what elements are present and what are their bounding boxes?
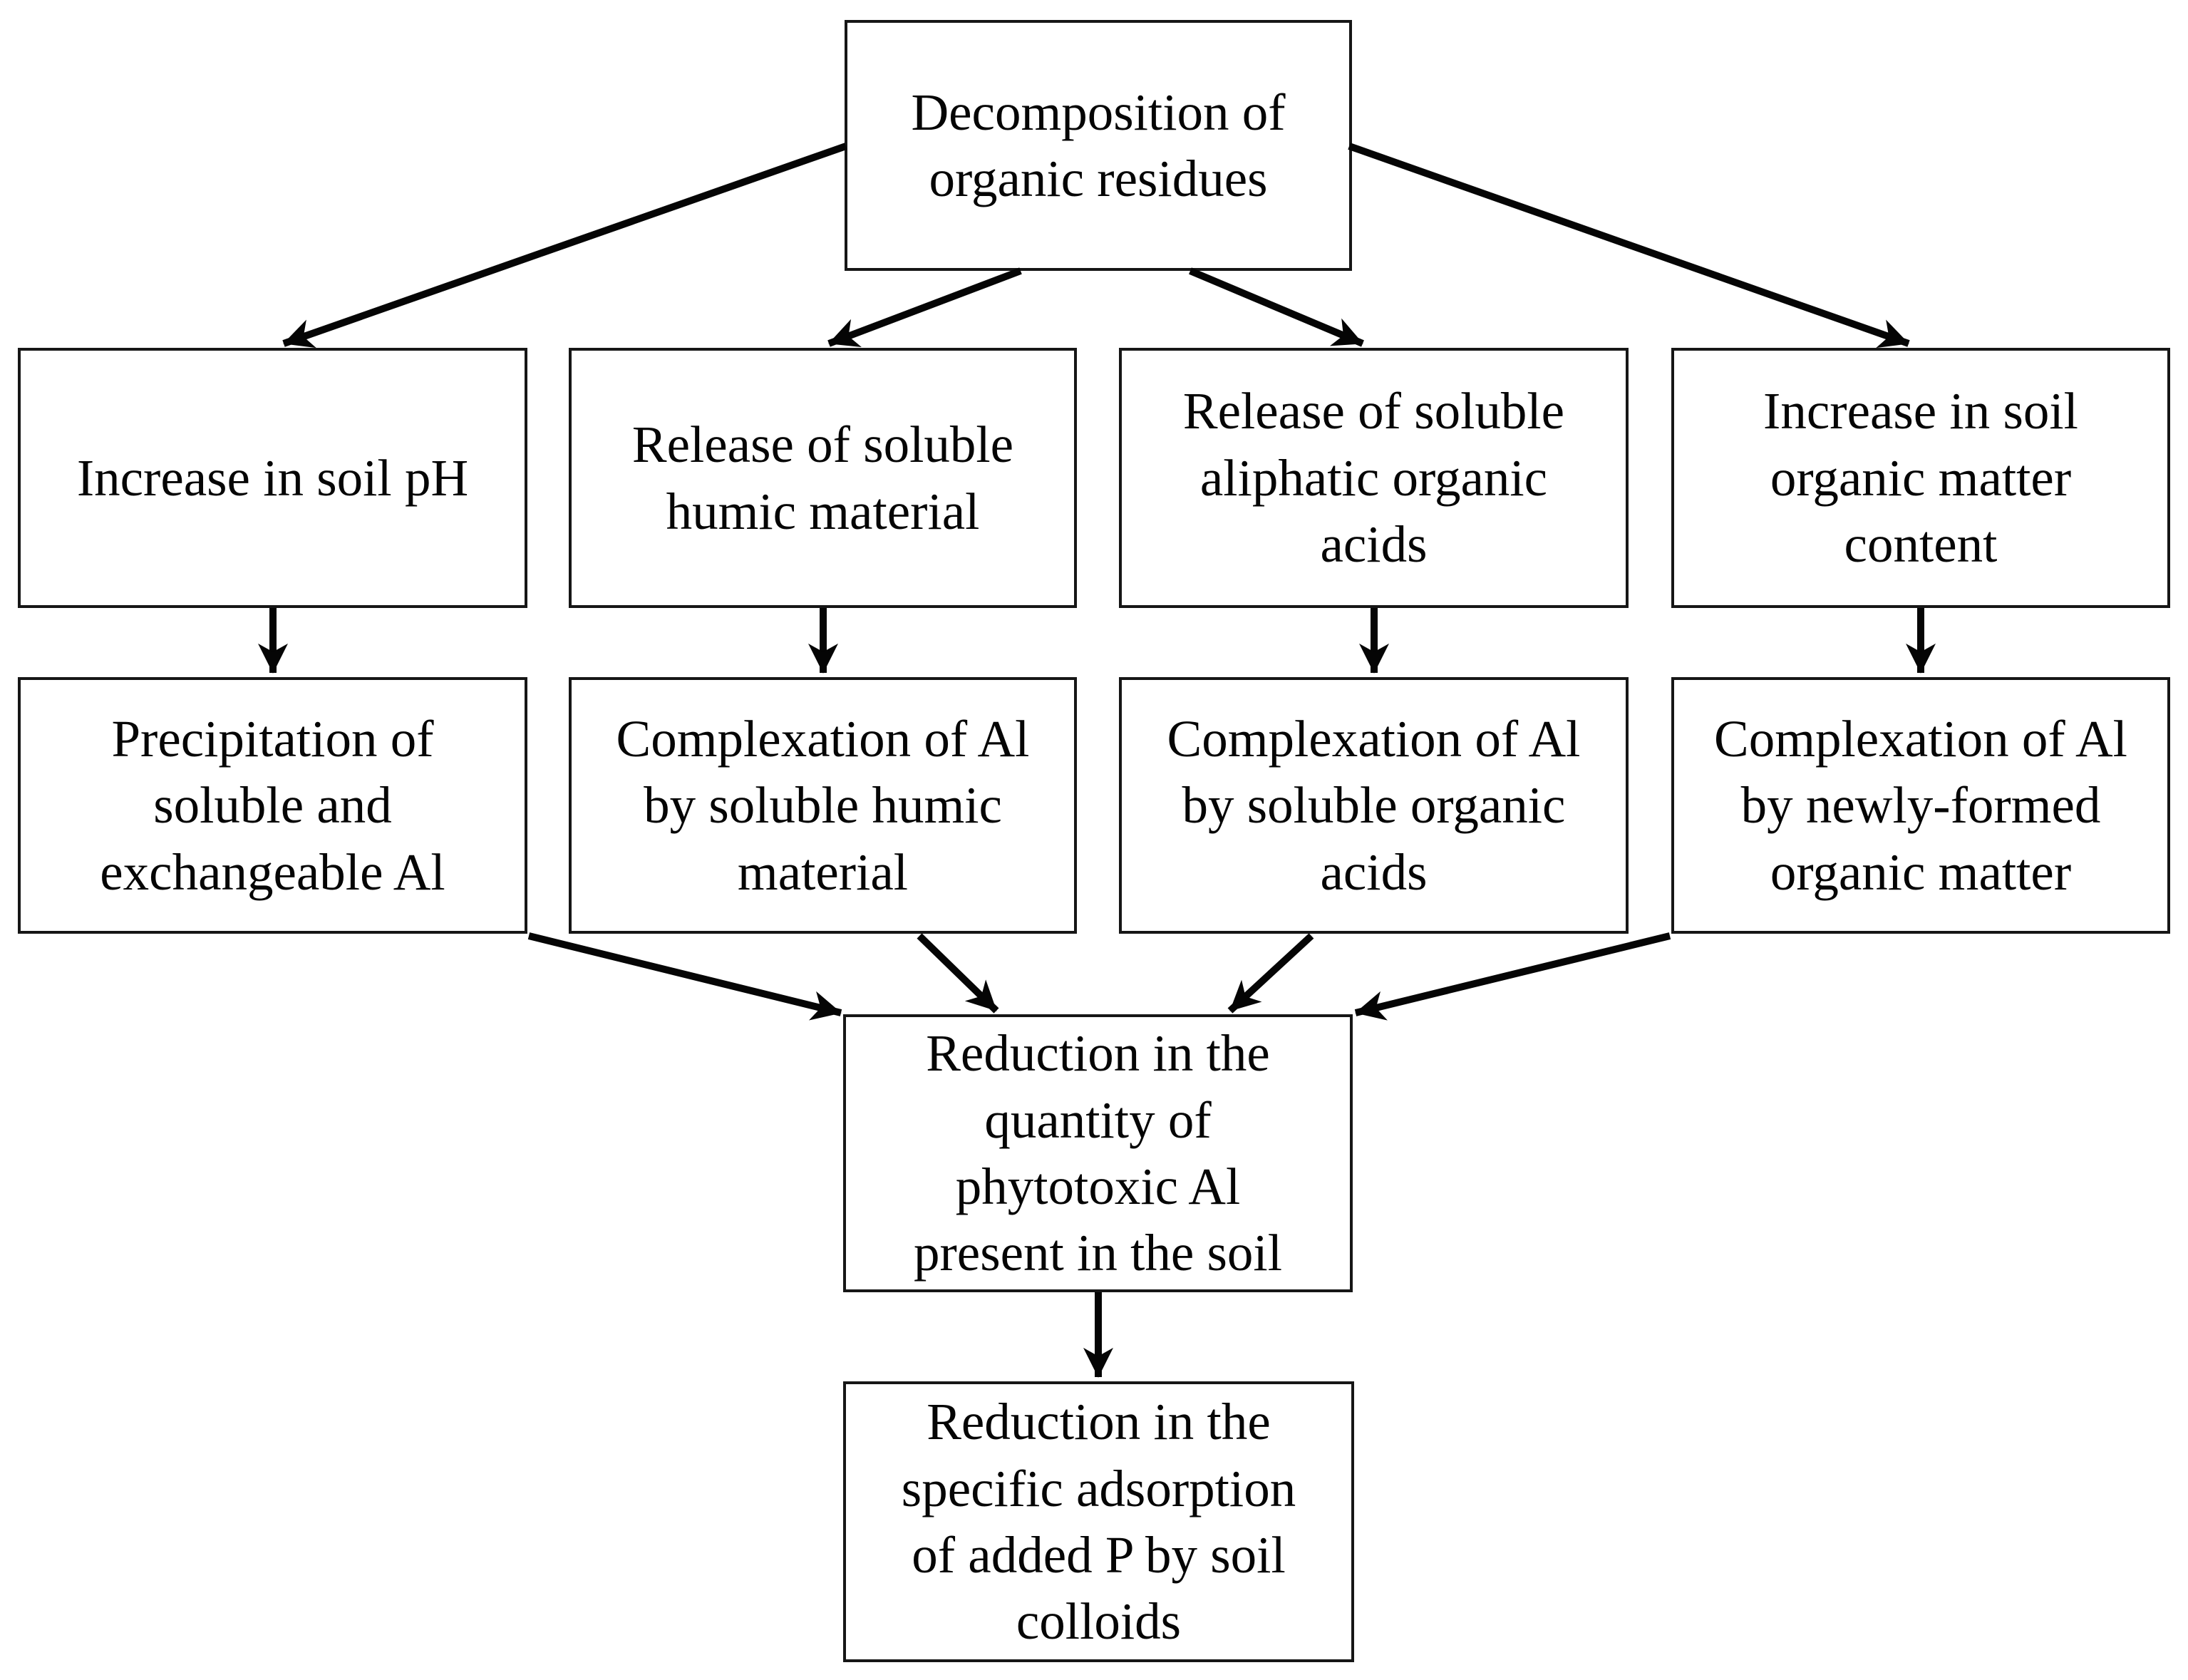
arrow-complexation-acids-to-phytotoxic-reduction <box>1227 933 1314 1014</box>
node-label: Increase in soil pH <box>76 448 469 507</box>
node-label: Decomposition of organic residues <box>911 83 1286 207</box>
node-release-of-soluble-aliphatic-organic-acids: Release of soluble aliphatic organic aci… <box>1119 348 1629 608</box>
node-label: Complexation of Al by soluble organic ac… <box>1167 709 1581 901</box>
arrow-precipitation-to-phytotoxic-reduction <box>527 932 842 1021</box>
node-label: Complexation of Al by newly-formed organ… <box>1714 709 2127 901</box>
node-label: Complexation of Al by soluble humic mate… <box>616 709 1030 901</box>
node-complexation-of-al-by-soluble-humic-material: Complexation of Al by soluble humic mate… <box>569 677 1077 934</box>
node-decomposition-of-organic-residues: Decomposition of organic residues <box>845 20 1352 271</box>
arrow-decomposition-to-soil-ph <box>282 143 847 349</box>
node-reduction-in-quantity-of-phytotoxic-al: Reduction in the quantity of phytotoxic … <box>843 1014 1353 1292</box>
arrow-complexation-om-to-phytotoxic-reduction <box>1354 932 1671 1021</box>
node-precipitation-of-soluble-and-exchangeable-al: Precipitation of soluble and exchangeabl… <box>18 677 527 934</box>
arrow-complexation-humic-to-phytotoxic-reduction <box>917 933 999 1014</box>
node-reduction-in-specific-adsorption-of-added-p: Reduction in the specific adsorption of … <box>843 1381 1354 1662</box>
node-release-of-soluble-humic-material: Release of soluble humic material <box>569 348 1077 608</box>
node-label: Precipitation of soluble and exchangeabl… <box>100 709 445 901</box>
node-label: Release of soluble humic material <box>631 416 1014 540</box>
node-increase-in-soil-ph: Increase in soil pH <box>18 348 527 608</box>
node-label: Reduction in the specific adsorption of … <box>901 1393 1296 1651</box>
node-label: Reduction in the quantity of phytotoxic … <box>914 1024 1282 1282</box>
node-complexation-of-al-by-soluble-organic-acids: Complexation of Al by soluble organic ac… <box>1119 677 1629 934</box>
node-label: Increase in soil organic matter content <box>1763 382 2078 574</box>
arrow-decomposition-to-som-increase <box>1348 143 1910 349</box>
node-increase-in-soil-organic-matter-content: Increase in soil organic matter content <box>1671 348 2170 608</box>
arrow-decomposition-to-aliphatic-acids <box>1189 267 1364 347</box>
arrow-decomposition-to-humic-release <box>827 267 1022 348</box>
node-complexation-of-al-by-newly-formed-organic-matter: Complexation of Al by newly-formed organ… <box>1671 677 2170 934</box>
node-label: Release of soluble aliphatic organic aci… <box>1182 382 1565 574</box>
